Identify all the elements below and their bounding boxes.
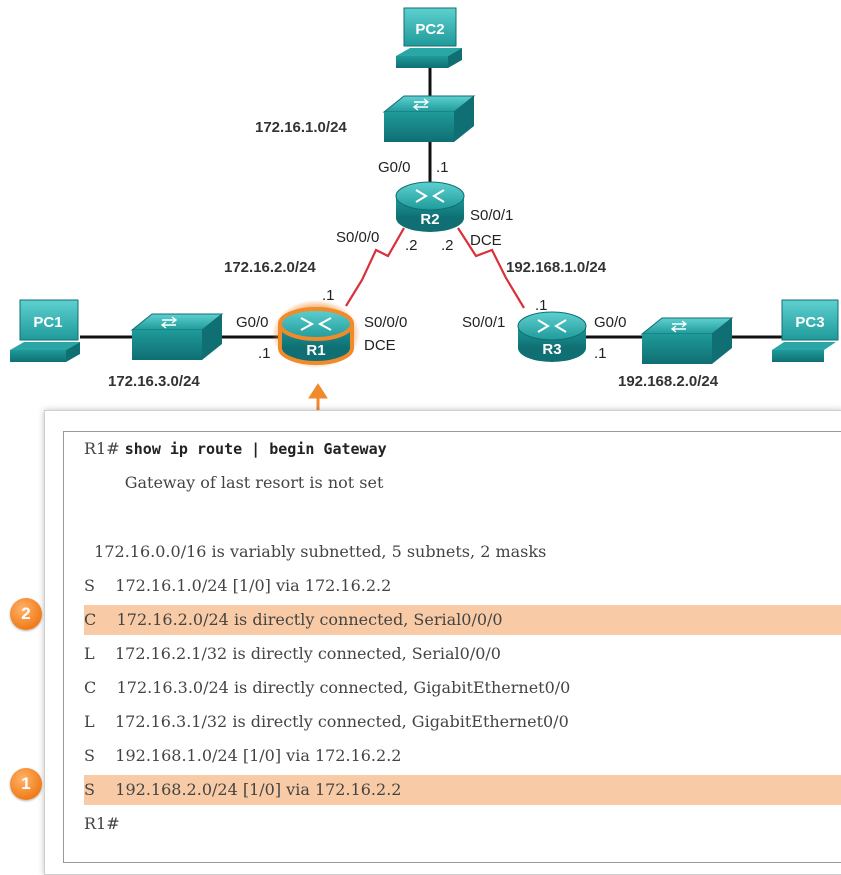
network-topology: PC2 R2 PC1 [10,7,839,410]
terminal-line: 172.16.0.0/16 is variably subnetted, 5 s… [84,542,547,561]
terminal-output[interactable]: R1# show ip route | begin Gateway Gatewa… [63,431,841,863]
terminal-line: S 192.168.2.0/24 [1/0] via 172.16.2.2 [84,780,402,799]
pc2-label: PC2 [415,21,444,38]
r3-serial-host-label: .1 [535,297,548,314]
terminal-line: C 172.16.2.0/24 is directly connected, S… [84,610,503,629]
r2-s001-label: S0/0/1 [470,207,514,224]
r3-s001-label: S0/0/1 [462,314,506,331]
r1-router-icon[interactable]: R1 [272,300,360,368]
pc2-icon[interactable]: PC2 [396,7,462,68]
r1-g0-label: G0/0 [236,314,269,331]
pc1-label: PC1 [33,314,62,331]
terminal-line: L 172.16.3.1/32 is directly connected, G… [84,712,569,731]
r2-s000-label: S0/0/0 [336,229,380,246]
r3-router-icon[interactable]: R3 [517,311,587,362]
pc3-lan-network-label: 192.168.2.0/24 [618,373,719,390]
terminal-line: L 172.16.2.1/32 is directly connected, S… [84,644,501,663]
r1-s000-label: S0/0/0 [364,314,408,331]
terminal-line: Gateway of last resort is not set [84,473,384,492]
r2-router-icon[interactable]: R2 [395,181,465,232]
r2-dce-label: DCE [470,232,502,249]
r3-g0-host-label: .1 [594,345,607,362]
pc2-lan-network-label: 172.16.1.0/24 [255,119,347,136]
r1-dce-label: DCE [364,337,396,354]
pc1-lan-network-label: 172.16.3.0/24 [108,373,200,390]
r1-g0-host-label: .1 [258,345,271,362]
step-2-marker: 2 [10,598,42,630]
pc3-label: PC3 [795,314,824,331]
r2-g0-label: G0/0 [378,159,411,176]
pc1-icon[interactable]: PC1 [10,299,80,362]
r1-label: R1 [306,342,325,359]
r2-s001-host-label: .2 [441,237,454,254]
terminal-line: C 172.16.3.0/24 is directly connected, G… [84,678,571,697]
pointer-arrow-icon [308,383,328,410]
r2-s000-host-label: .2 [405,237,418,254]
highlight-row-2 [84,605,841,635]
step-1-marker: 1 [10,768,42,800]
r2-g0-host-label: .1 [436,159,449,176]
terminal-line: S 192.168.1.0/24 [1/0] via 172.16.2.2 [84,746,402,765]
r3-g0-label: G0/0 [594,314,627,331]
switch-pc1-lan-icon[interactable] [130,313,224,360]
command-text: show ip route | begin Gateway [124,440,387,458]
pc3-icon[interactable]: PC3 [772,299,839,362]
terminal-window: R1# show ip route | begin Gateway Gatewa… [44,410,841,875]
prompt: R1# [84,439,120,458]
terminal-line: S 172.16.1.0/24 [1/0] via 172.16.2.2 [84,576,392,595]
switch-pc3-lan-icon[interactable] [640,317,734,364]
terminal-line-prompt: R1# [84,814,120,833]
switch-pc2-lan-icon[interactable] [382,95,476,142]
highlight-row-1 [84,775,841,805]
serial-links [345,227,525,309]
r2-label: R2 [420,211,439,228]
terminal-line-command: R1# show ip route | begin Gateway [84,434,387,464]
r1-serial-host-label: .1 [322,287,335,304]
r2-r3-network-label: 192.168.1.0/24 [506,259,607,276]
r1-r2-network-label: 172.16.2.0/24 [224,259,316,276]
r3-label: R3 [542,341,561,358]
